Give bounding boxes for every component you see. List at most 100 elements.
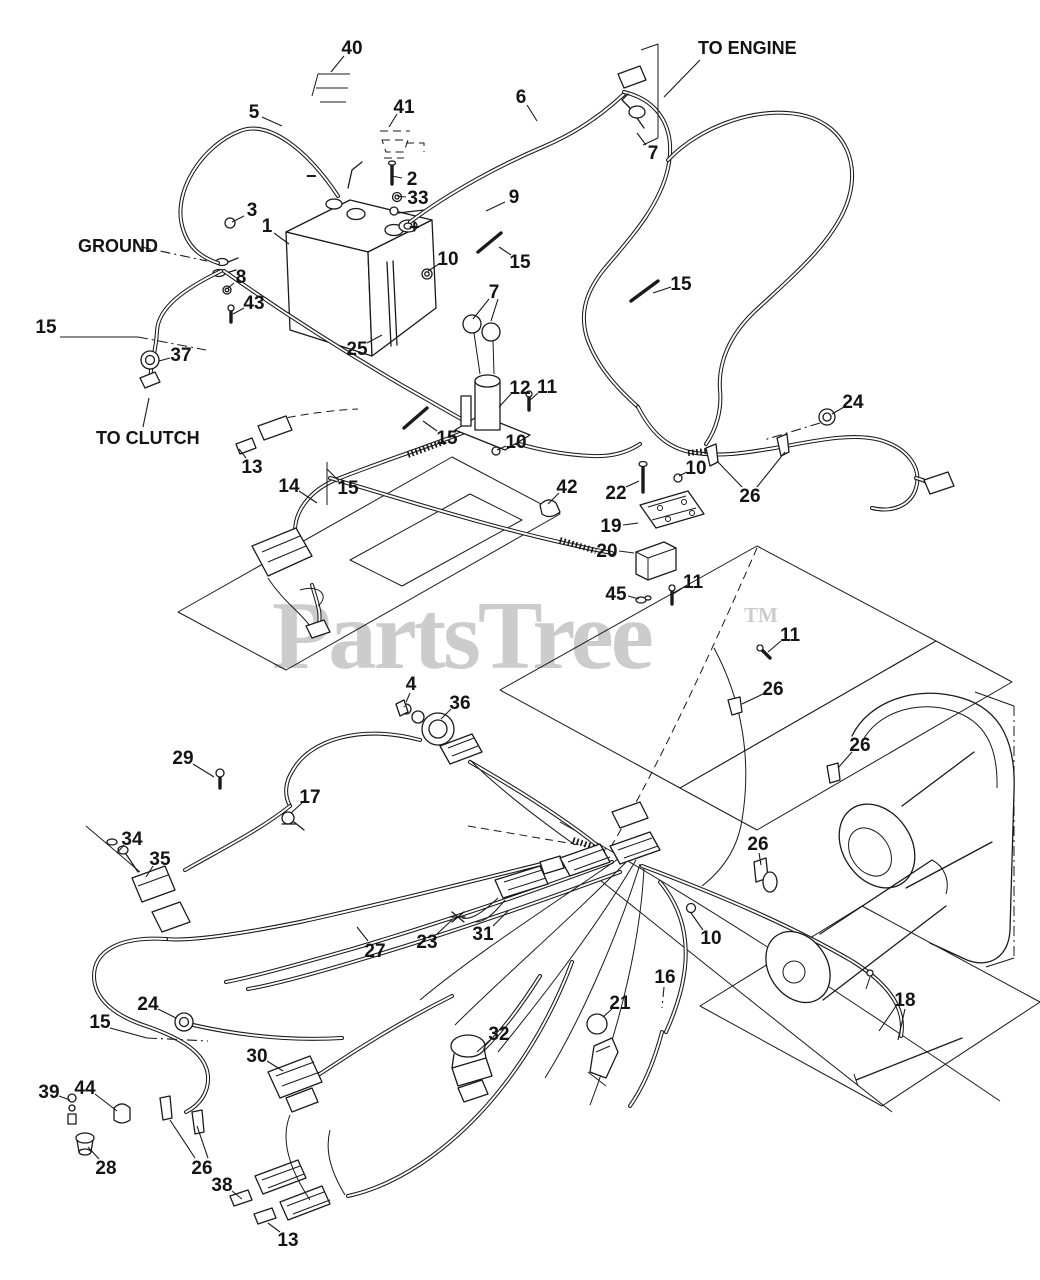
- callout-14-leader: [298, 490, 318, 504]
- callout-38: 38: [211, 1175, 232, 1196]
- battery-neg-terminal: [325, 198, 343, 210]
- connector-plug: [254, 1159, 307, 1195]
- callout-31: 31: [472, 924, 494, 945]
- harness-plug: [611, 801, 649, 829]
- label-ground: GROUND: [78, 236, 158, 256]
- callout-11-2: 11: [683, 572, 704, 593]
- callout-15-1-leader: [498, 246, 512, 256]
- label-battery-minus: −: [306, 166, 317, 186]
- clutch-plug: [139, 371, 161, 389]
- switch-32-body: [451, 1057, 493, 1087]
- callout-26-5-leader: [169, 1119, 196, 1159]
- callout-8: 8: [236, 267, 247, 288]
- callout-8-leader: [226, 282, 235, 290]
- part-40-bracket: [311, 73, 350, 103]
- callout-11-1: 11: [537, 377, 558, 398]
- engine-plug: [617, 65, 647, 89]
- callout-22-leader: [625, 480, 640, 488]
- callout-26-2: 26: [762, 679, 783, 700]
- callout-14: 14: [278, 476, 300, 497]
- hub-connectors: [461, 801, 661, 923]
- callout-17-leader: [290, 802, 303, 814]
- callout-12: 12: [509, 378, 530, 399]
- callout-33: 33: [407, 188, 428, 209]
- label-to-engine: TO ENGINE: [698, 38, 797, 58]
- label-battery-plus: +: [409, 217, 420, 237]
- callout-26-4-leader: [758, 852, 762, 866]
- callout-27: 27: [364, 941, 385, 962]
- callout-17: 17: [299, 787, 320, 808]
- callout-7-1-leader: [636, 132, 647, 146]
- nut-10-icon: [685, 902, 697, 914]
- callout-11-1-leader: [528, 392, 539, 402]
- callout-15-5-leader: [422, 420, 438, 432]
- callout-13-1-leader: [238, 448, 247, 459]
- callout-26-3-leader: [837, 751, 853, 769]
- clip-26-icon: [159, 1095, 173, 1121]
- nut-3-icon: [224, 217, 236, 229]
- callout-1-leader: [273, 232, 290, 245]
- battery-hold-down-rod: [386, 261, 392, 347]
- solenoid-body: [474, 381, 501, 431]
- callout-36: 36: [449, 693, 470, 714]
- callout-11-2-leader: [672, 586, 685, 595]
- callout-44-leader: [94, 1093, 118, 1112]
- screw-18-icon: [866, 969, 874, 977]
- callout-44: 44: [74, 1078, 96, 1099]
- clamp-44-icon: [113, 1103, 131, 1124]
- callout-32-leader: [476, 1039, 491, 1053]
- part-41-boot: [380, 130, 425, 159]
- callout-29: 29: [172, 748, 193, 769]
- clip-26-icon: [826, 762, 841, 784]
- callout-40-leader: [330, 55, 345, 73]
- callout-15-5: 15: [436, 428, 458, 449]
- callout-15-4: 15: [337, 478, 359, 499]
- callout-23-leader: [436, 919, 453, 935]
- callout-41: 41: [393, 97, 415, 118]
- starter-cylinder-large: [838, 803, 916, 889]
- callout-18-leader: [878, 1005, 897, 1032]
- sleeve: [762, 871, 778, 893]
- callout-28: 28: [95, 1158, 116, 1179]
- part-7-cap: [462, 314, 482, 334]
- callout-5: 5: [249, 102, 260, 123]
- callout-11-3: 11: [780, 625, 801, 646]
- solenoid-base: [454, 414, 531, 451]
- small-plug: [305, 619, 331, 639]
- ignition-switch-group: [395, 699, 576, 846]
- callout-42-leader: [547, 492, 560, 505]
- callout-27-leader: [356, 926, 369, 942]
- callout-41-leader: [388, 113, 398, 128]
- callout-10-3: 10: [685, 458, 706, 479]
- callout-7-1: 7: [648, 143, 659, 164]
- screw-23-icon: [450, 911, 466, 923]
- callout-24-2: 24: [137, 994, 159, 1015]
- callout-45-leader: [627, 595, 640, 600]
- callout-40: 40: [341, 38, 362, 59]
- callout-24-1-leader: [763, 422, 821, 441]
- callout-26-5-leader: [196, 1125, 209, 1159]
- callout-30: 30: [246, 1046, 267, 1067]
- callout-15-2-leader: [652, 286, 672, 294]
- callout-20: 20: [596, 541, 617, 562]
- callout-43-leader: [232, 307, 245, 315]
- callout-10-2-leader: [496, 445, 507, 451]
- callout-34-leader: [116, 844, 125, 854]
- nut-10-icon: [491, 446, 501, 456]
- callout-10-2: 10: [505, 432, 526, 453]
- callout-45: 45: [605, 584, 627, 605]
- part-7-cap: [481, 322, 501, 342]
- callout-24-1: 24: [842, 392, 864, 413]
- callout-9-leader: [485, 201, 506, 212]
- callout-10-4: 10: [700, 928, 721, 949]
- callout-13-2: 13: [277, 1230, 298, 1251]
- callout-42: 42: [556, 477, 577, 498]
- callout-23: 23: [416, 932, 437, 953]
- callout-7-2: 7: [489, 282, 500, 303]
- callout-34: 34: [121, 829, 143, 850]
- callout-15-3: 15: [35, 317, 57, 338]
- callout-5-leader: [261, 116, 283, 127]
- harness-plug: [923, 471, 955, 495]
- callout-16: 16: [654, 967, 675, 988]
